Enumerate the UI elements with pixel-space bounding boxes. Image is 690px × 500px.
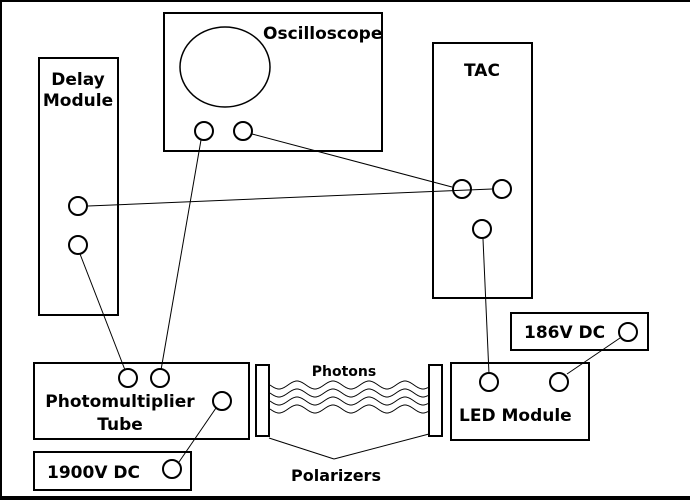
led-module-label: LED Module [459, 406, 572, 426]
photon-wave-1 [269, 380, 429, 390]
led-module: LED Module [450, 362, 590, 441]
cable-pmtsupply-pmt [178, 407, 217, 463]
photon-wave-2 [269, 388, 429, 398]
tac-box [432, 42, 533, 299]
polarizer-pointer-right [333, 433, 430, 460]
led-power-supply-box [510, 312, 649, 351]
polarizers-label: Polarizers [291, 466, 381, 485]
delay-module-port-1 [68, 196, 88, 216]
oscilloscope-input-2 [233, 121, 253, 141]
polarizer-right [428, 364, 443, 437]
cable-delay-tac [87, 188, 493, 207]
cable-delay-pmt [79, 253, 126, 371]
photomultiplier-tube-output-2 [150, 368, 170, 388]
tac-input-1 [452, 179, 472, 199]
delay-module-box [38, 57, 119, 316]
led-module-port-2 [549, 372, 569, 392]
cable-oscilloscope-pmt [160, 139, 202, 371]
photomultiplier-tube-output-1 [118, 368, 138, 388]
cables [79, 133, 621, 463]
tac-input-2 [492, 179, 512, 199]
oscilloscope-screen [179, 26, 271, 108]
photomultiplier-tube-label-line1: Photomultiplier [45, 392, 195, 412]
led-power-supply-label: 186V DC [524, 323, 605, 343]
photomultiplier-tube: Photomultiplier Tube [33, 362, 250, 440]
photomultiplier-tube-box [33, 362, 250, 440]
pmt-power-supply-box [33, 451, 192, 491]
oscilloscope-input-1 [194, 121, 214, 141]
pmt-supply-port [162, 459, 182, 479]
tac-label: TAC [464, 61, 500, 81]
photomultiplier-tube-label-line2: Tube [97, 415, 143, 435]
oscilloscope-box [163, 12, 383, 152]
led-module-box [450, 362, 590, 441]
polarizer-left [255, 364, 270, 437]
pmt-power-supply-label: 1900V DC [47, 463, 140, 483]
photons-label: Photons [312, 364, 376, 380]
photon-wave-3 [269, 396, 429, 406]
delay-module-port-2 [68, 235, 88, 255]
photon-wave-4 [269, 404, 429, 414]
oscilloscope-label: Oscilloscope [263, 24, 382, 44]
pmt-power-supply: 1900V DC [33, 451, 192, 491]
led-module-port-1 [479, 372, 499, 392]
photomultiplier-tube-hv-port [212, 391, 232, 411]
led-supply-port [618, 322, 638, 342]
tac-port-3 [472, 219, 492, 239]
oscilloscope: Oscilloscope [163, 12, 383, 152]
polarizer-pointer-left [268, 437, 335, 460]
photon-waves [269, 380, 429, 414]
led-power-supply: 186V DC [510, 312, 649, 351]
delay-module: Delay Module [38, 57, 119, 316]
cable-ledsupply-led [566, 337, 621, 375]
delay-module-label-line1: Delay [51, 70, 105, 90]
cable-oscilloscope-tac [251, 133, 453, 188]
cable-tac-led [482, 238, 490, 375]
delay-module-label-line2: Module [43, 91, 113, 111]
tac: TAC [432, 42, 533, 299]
